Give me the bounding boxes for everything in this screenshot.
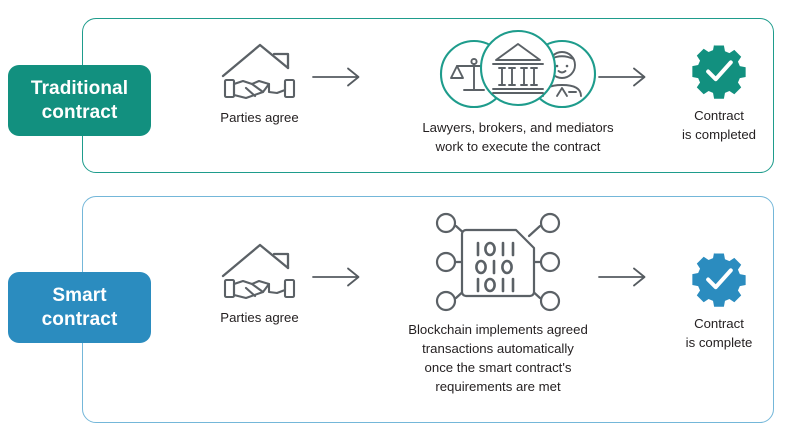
badge-traditional-contract: Traditional contract xyxy=(8,65,151,136)
arrow-right-icon xyxy=(598,66,648,88)
arrow-right-icon xyxy=(312,266,362,288)
gear-check-icon xyxy=(690,42,748,100)
step-caption: Blockchain implements agreed transaction… xyxy=(408,322,588,395)
scales-bank-person-circles-icon xyxy=(430,28,606,112)
gear-check-icon xyxy=(690,250,748,308)
step-caption: Parties agree xyxy=(220,310,299,325)
step-smart-contract-complete: Contract is complete xyxy=(638,250,800,352)
step-caption: Parties agree xyxy=(220,110,299,125)
step-traditional-parties-agree: Parties agree xyxy=(182,40,337,127)
step-smart-blockchain: Blockchain implements agreed transaction… xyxy=(352,210,644,397)
card-smart-contract xyxy=(82,196,774,423)
step-caption: Contract is completed xyxy=(681,108,757,143)
step-caption: Contract is complete xyxy=(685,316,753,351)
step-caption: Lawyers, brokers, and mediators work to … xyxy=(422,120,614,155)
step-traditional-intermediaries: Lawyers, brokers, and mediators work to … xyxy=(372,28,664,156)
handshake-under-roof-icon xyxy=(217,240,303,302)
badge-smart-contract: Smart contract xyxy=(8,272,151,343)
arrow-right-icon xyxy=(312,66,362,88)
binary-chip-network-icon xyxy=(434,210,562,314)
step-traditional-contract-completed: Contract is completed xyxy=(638,42,800,144)
step-smart-parties-agree: Parties agree xyxy=(182,240,337,327)
arrow-right-icon xyxy=(598,266,648,288)
handshake-under-roof-icon xyxy=(217,40,303,102)
card-traditional-contract xyxy=(82,18,774,173)
